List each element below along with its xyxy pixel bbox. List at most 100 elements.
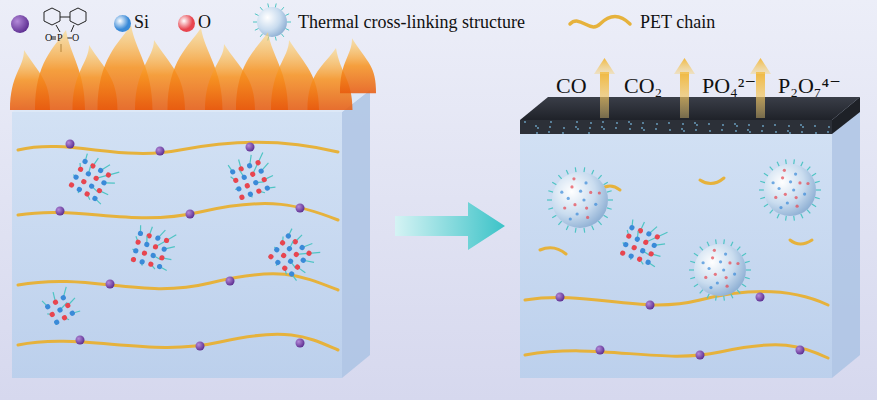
- atom-label: P: [57, 32, 63, 43]
- char-speckle: [601, 126, 603, 128]
- decoration: [711, 256, 714, 259]
- char-speckle: [827, 131, 829, 133]
- char-speckle: [749, 131, 751, 133]
- char-speckle: [694, 122, 696, 124]
- char-speckle: [550, 121, 552, 123]
- decoration: [594, 203, 597, 206]
- decoration: [723, 239, 725, 244]
- decoration: [589, 191, 592, 194]
- char-speckle: [643, 129, 645, 131]
- decoration: [783, 169, 786, 172]
- decoration: [84, 190, 91, 197]
- char-speckle: [524, 121, 526, 123]
- decoration: [563, 206, 566, 209]
- char-speckle: [562, 132, 564, 134]
- decoration: [736, 262, 739, 265]
- legend-text: Thermal cross-linking structure: [298, 13, 525, 33]
- decoration: [135, 239, 141, 245]
- phosphorus-sphere: [106, 280, 115, 289]
- decoration: [745, 277, 750, 278]
- decoration: [286, 245, 293, 252]
- decoration: [280, 252, 287, 259]
- decoration: [785, 216, 787, 221]
- decoration: [651, 242, 658, 249]
- decoration: [789, 180, 792, 183]
- decoration: [583, 228, 585, 233]
- phosphorus-sphere: [796, 346, 805, 355]
- decoration: [636, 256, 643, 263]
- char-speckle: [615, 127, 617, 129]
- pet-chain: [525, 345, 828, 358]
- decoration: [298, 244, 305, 251]
- decoration: [238, 166, 245, 173]
- phosphorus-sphere: [556, 293, 565, 302]
- decoration: [619, 250, 626, 257]
- decoration: [713, 249, 716, 252]
- decoration: [161, 246, 167, 252]
- thermal-crosslink-ball: [689, 239, 751, 300]
- crosslink-structure: [266, 226, 323, 283]
- char-speckle: [814, 125, 816, 127]
- char-speckle: [549, 126, 551, 128]
- decoration: [96, 187, 103, 194]
- decoration: [236, 186, 243, 193]
- phosphorus-sphere: [696, 351, 705, 360]
- char-speckle: [801, 131, 803, 133]
- char-speckle: [762, 125, 764, 127]
- decoration: [707, 294, 709, 299]
- decoration: [256, 188, 263, 195]
- phosphorus-sphere: [196, 342, 205, 351]
- decoration: [261, 176, 268, 183]
- decoration: [792, 188, 795, 191]
- decoration: [287, 22, 291, 23]
- decoration: [807, 167, 810, 171]
- decoration: [105, 172, 112, 179]
- char-speckle: [721, 129, 723, 131]
- decoration: [604, 182, 608, 185]
- decoration: [733, 272, 736, 275]
- decoration: [742, 253, 746, 256]
- decoration: [795, 196, 798, 199]
- char-speckle: [537, 127, 539, 129]
- right-box: [520, 97, 860, 378]
- decoration: [80, 178, 87, 185]
- char-speckle: [747, 129, 749, 131]
- char-speckle: [775, 131, 777, 133]
- pet-chain: [700, 178, 724, 184]
- phosphorus-sphere: [66, 140, 75, 149]
- decoration: [745, 261, 750, 262]
- decoration: [258, 168, 265, 175]
- atom-label: O: [72, 32, 79, 43]
- decoration: [241, 174, 248, 181]
- decoration: [49, 311, 56, 318]
- decoration: [152, 244, 158, 250]
- legend-text: O: [198, 13, 211, 33]
- decoration: [700, 290, 703, 294]
- decoration: [287, 258, 294, 265]
- decoration: [777, 162, 779, 167]
- decoration: [76, 186, 83, 193]
- char-speckle: [563, 127, 565, 129]
- decoration: [575, 167, 577, 172]
- decoration: [764, 164, 816, 216]
- legend-text: PET chain: [640, 13, 715, 33]
- char-speckle: [788, 125, 790, 127]
- decoration: [275, 37, 277, 41]
- char-speckle: [722, 124, 724, 126]
- char-speckle: [681, 128, 683, 130]
- decoration: [279, 239, 286, 246]
- decoration: [558, 221, 561, 225]
- decoration: [273, 246, 280, 253]
- gas-arrows: [594, 58, 771, 118]
- decoration: [572, 177, 575, 180]
- atom-label: O: [45, 32, 52, 43]
- char-speckle: [668, 122, 670, 124]
- decoration: [286, 29, 290, 31]
- decoration: [44, 303, 51, 310]
- crosslink-structure: [226, 150, 278, 202]
- decoration: [801, 214, 803, 219]
- flames: [10, 25, 376, 110]
- decoration: [64, 302, 71, 309]
- phosphorus-sphere: [156, 147, 165, 156]
